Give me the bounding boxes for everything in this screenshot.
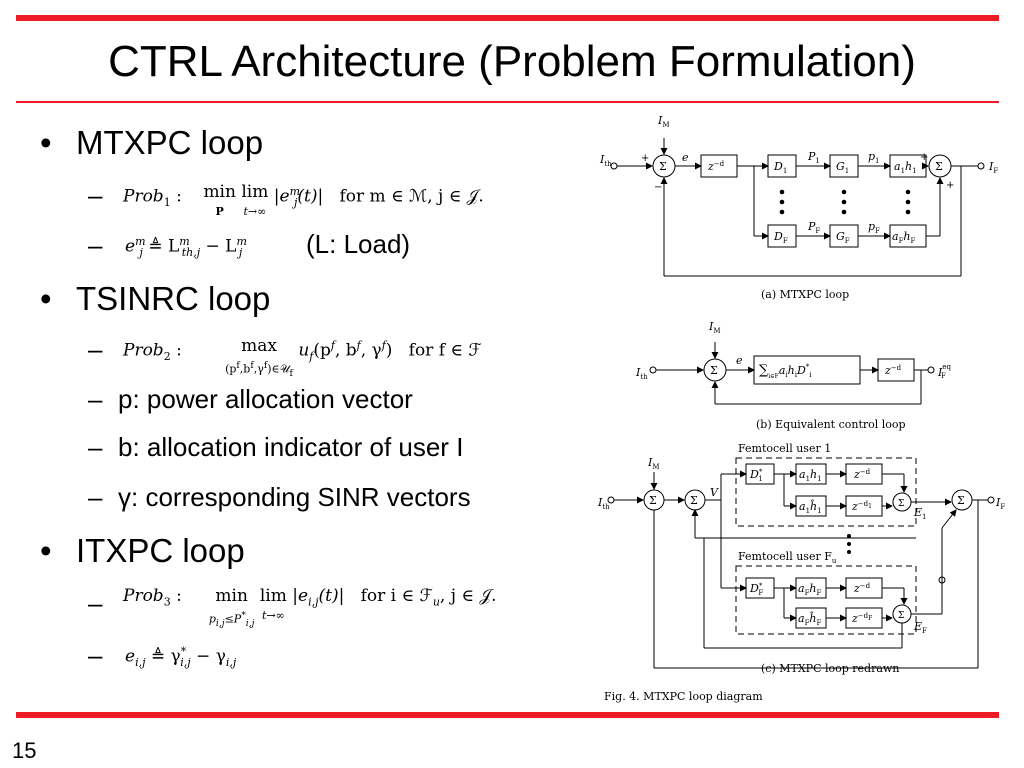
b-definition: b: allocation indicator of user I	[118, 432, 464, 462]
figure-caption: Fig. 4. MTXPC loop diagram	[604, 690, 763, 703]
svg-text:z−d1: z−d1	[851, 500, 872, 513]
svg-text:aFhF: aFhF	[892, 230, 916, 245]
sub-bullet-load-note: (L: Load)	[306, 229, 410, 259]
svg-text:Σ: Σ	[690, 494, 698, 507]
sub-bullet-err1: –	[88, 230, 103, 260]
sub-bullet-prob3: –	[88, 588, 103, 618]
svg-text:G1: G1	[836, 160, 849, 175]
svg-text:Ith: Ith	[635, 366, 648, 381]
vertical-ellipsis-icon	[847, 534, 851, 554]
svg-text:z−d: z−d	[853, 468, 871, 481]
bullet-itxpc: • ITXPC loop	[40, 532, 245, 570]
slide-title: CTRL Architecture (Problem Formulation)	[108, 37, 916, 86]
mtxpc-loop-diagram: Ith IM + − e Σ z−d D1 P1 G1 p1 a1h1 + + …	[597, 114, 1005, 703]
bullet-mtxpc: • MTXPC loop	[40, 124, 263, 162]
svg-text:+: +	[946, 180, 954, 191]
svg-text:IM: IM	[657, 114, 670, 129]
vertical-ellipsis-icon	[779, 189, 911, 215]
top-accent-bar	[16, 15, 999, 21]
svg-text:IF: IF	[988, 160, 998, 175]
svg-text:Σ: Σ	[649, 494, 657, 507]
svg-text:pF: pF	[868, 220, 880, 235]
svg-text:∑i∈FaihiD*i: ∑i∈FaihiD*i	[759, 363, 812, 380]
svg-text:Σ: Σ	[898, 499, 904, 509]
svg-text:GF: GF	[836, 230, 850, 245]
svg-text:D*F: D*F	[749, 582, 763, 597]
svg-text:EF: EF	[913, 620, 927, 635]
svg-text:Ith: Ith	[599, 153, 612, 168]
svg-text:+: +	[641, 153, 649, 164]
caption-panel-b: (b) Equivalent control loop	[756, 418, 906, 431]
gamma-definition: γ: corresponding SINR vectors	[118, 482, 471, 512]
svg-text:aFĥF: aFĥF	[798, 611, 822, 627]
svg-text:e: e	[682, 151, 689, 164]
femtocell-user-1-label: Femtocell user 1	[738, 442, 831, 455]
svg-text:E1: E1	[913, 506, 927, 521]
svg-text:aFhF: aFhF	[798, 582, 822, 597]
svg-text:z−d: z−d	[853, 582, 871, 595]
bullet-label: MTXPC loop	[76, 124, 264, 161]
panel-a	[610, 138, 985, 277]
svg-text:p1: p1	[868, 150, 880, 165]
svg-text:D1: D1	[773, 160, 787, 175]
math-err1: emj ≜ Lmth,j − Lmj	[125, 235, 247, 260]
title-underline	[16, 101, 999, 103]
sub-bullet-p: –p: power allocation vector	[88, 384, 413, 414]
svg-text:D*1: D*1	[749, 468, 763, 483]
bullet-dot: •	[40, 280, 52, 317]
sub-bullet-gamma: –γ: corresponding SINR vectors	[88, 482, 471, 512]
svg-text:e: e	[736, 354, 743, 367]
svg-text:Σ: Σ	[935, 160, 943, 173]
svg-text:Ith: Ith	[597, 496, 610, 511]
svg-text:a1ĥ1: a1ĥ1	[799, 499, 822, 515]
sub-bullet-err3: –	[88, 640, 103, 670]
svg-text:a1h1: a1h1	[799, 468, 822, 483]
p-definition: p: power allocation vector	[118, 384, 413, 414]
svg-text:PF: PF	[807, 220, 820, 235]
sub-bullet-b: –b: allocation indicator of user I	[88, 432, 464, 462]
bullet-tsinrc: • TSINRC loop	[40, 280, 270, 318]
math-prob2: Prob2 : max(pf,bf,γf)∈𝒰f uf(pf, bf, γf) …	[123, 336, 482, 379]
sub-bullet-prob1: –	[88, 180, 103, 210]
bullet-label: TSINRC loop	[76, 280, 271, 317]
svg-text:Σ: Σ	[898, 611, 904, 621]
caption-panel-a: (a) MTXPC loop	[761, 288, 849, 301]
femtocell-user-f-label: Femtocell user Fu	[738, 550, 837, 565]
svg-text:DF: DF	[773, 230, 788, 245]
bullet-dot: •	[40, 124, 52, 161]
svg-text:z−d: z−d	[707, 160, 725, 173]
svg-text:+: +	[920, 152, 928, 163]
sub-bullet-prob2: –	[88, 334, 103, 364]
math-err3: ei,j ≜ γ*i,j − γi,j	[125, 645, 237, 670]
bullet-dot: •	[40, 532, 52, 569]
caption-panel-c: (c) MTXPC loop redrawn	[761, 662, 899, 675]
panel-b	[649, 342, 935, 405]
svg-text:Σ: Σ	[659, 160, 667, 173]
svg-text:IF: IF	[995, 496, 1005, 511]
svg-text:z−d: z−d	[884, 364, 902, 377]
svg-text:Σ: Σ	[957, 494, 965, 507]
svg-text:−: −	[654, 182, 662, 193]
bullet-label: ITXPC loop	[76, 532, 245, 569]
panel-c	[607, 457, 995, 669]
load-note: (L: Load)	[306, 229, 411, 259]
svg-text:z−dF: z−dF	[851, 612, 872, 625]
bottom-accent-bar	[16, 712, 999, 718]
svg-text:IM: IM	[647, 456, 660, 471]
svg-text:IM: IM	[708, 320, 721, 335]
page-number: 15	[12, 738, 37, 763]
svg-text:a1h1: a1h1	[894, 160, 917, 175]
svg-text:V: V	[710, 486, 719, 499]
svg-text:P1: P1	[807, 150, 820, 165]
svg-text:Σ: Σ	[710, 364, 718, 377]
